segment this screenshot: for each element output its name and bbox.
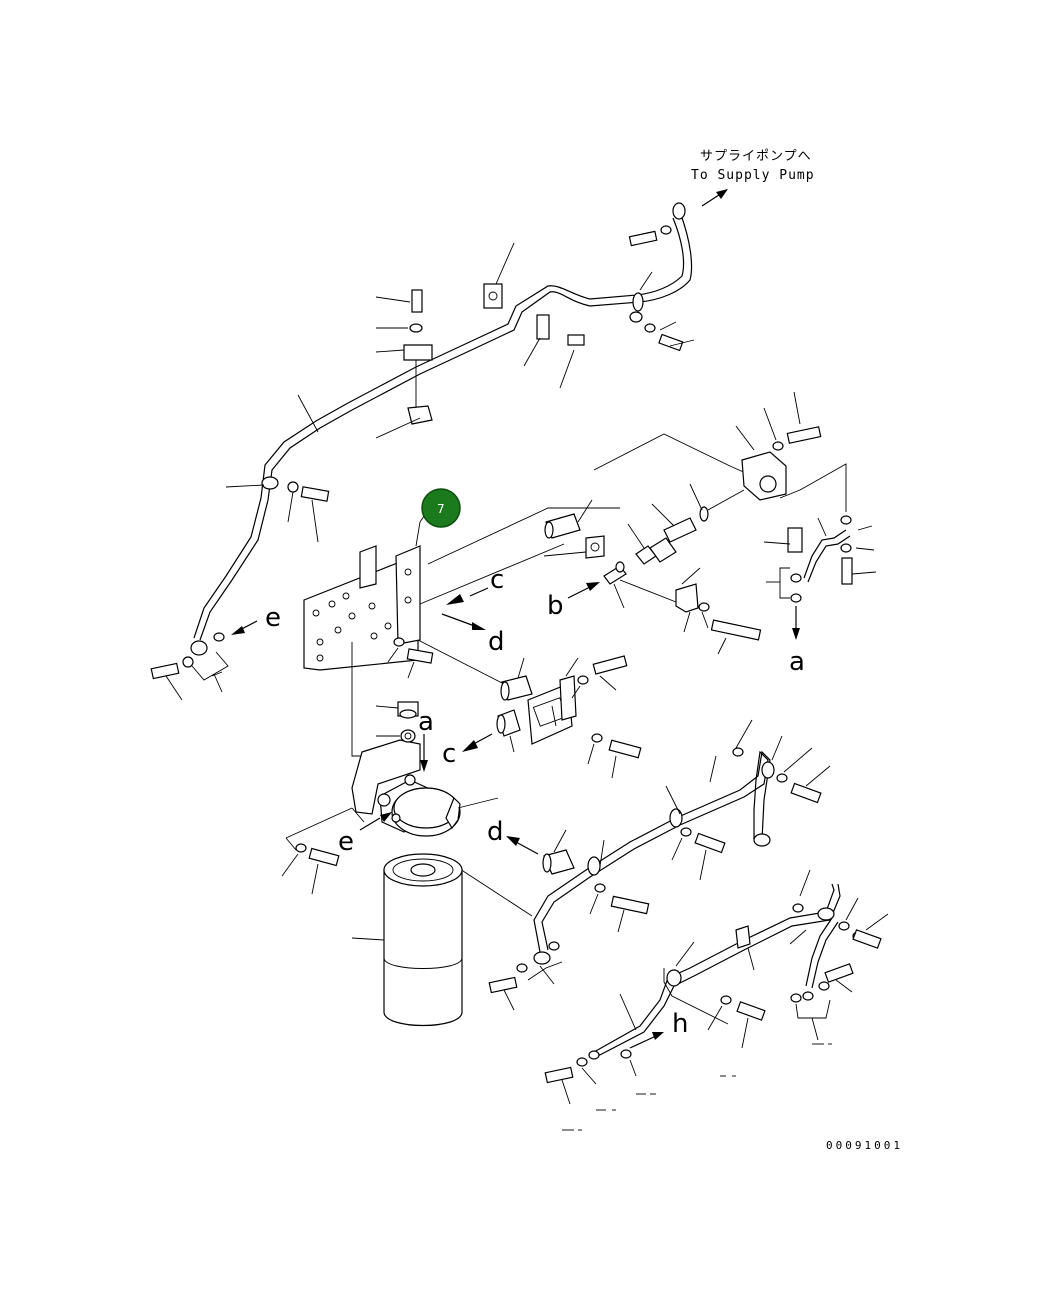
bolts-lower-right (544, 903, 882, 1084)
stub-marks (562, 1043, 832, 1131)
label-h: h (672, 1009, 688, 1039)
label-d-top: d (488, 627, 505, 657)
callout-number: 7 (437, 502, 445, 516)
plug-bolt (397, 701, 419, 743)
label-a-right: a (789, 647, 805, 677)
connector-assembly (635, 506, 709, 565)
bracket-right-center (675, 583, 762, 641)
bolts-mid-right (577, 655, 642, 759)
arrow-a-right (792, 606, 800, 640)
destination-note-japanese: サプライポンプへ (700, 149, 812, 164)
lower-fuel-pipe (588, 883, 841, 1060)
spacer-top (544, 513, 581, 539)
upper-fuel-pipe (193, 202, 693, 641)
label-e-left: e (265, 603, 281, 633)
label-c-mid: c (442, 739, 456, 769)
gasket-plate (527, 675, 577, 745)
drawing-number: 00091001 (826, 1139, 903, 1152)
arrow-a-mid (420, 734, 428, 772)
small-pipe-right (787, 515, 853, 603)
label-a-mid: a (418, 707, 434, 737)
bolts-middle-pipe (488, 747, 822, 994)
arrow-c-mid (462, 733, 493, 752)
clamp-upper-left (403, 289, 433, 425)
destination-note-english: To Supply Pump (691, 168, 815, 183)
spacer-mid-left (500, 675, 533, 701)
label-d-mid: d (487, 817, 504, 847)
bolts-left-lower (150, 632, 225, 680)
fuel-filter-cartridge (383, 853, 463, 1026)
plate-bolts (393, 637, 434, 664)
clip-center (585, 535, 605, 559)
middle-fuel-pipe (533, 750, 775, 965)
clamp-upper-1 (483, 283, 585, 346)
arrow-c-top (446, 587, 489, 605)
arrow-h (629, 1032, 664, 1049)
sensor-b (603, 561, 627, 585)
label-c-top: c (490, 565, 504, 595)
arrow-e-left (231, 620, 258, 635)
arrow-b (567, 582, 600, 599)
arrow-to-supply-pump (701, 189, 728, 207)
spacer-lower (542, 849, 575, 875)
label-b: b (547, 591, 564, 621)
mounting-plate (303, 545, 421, 671)
spacer-mid (496, 709, 521, 737)
bolts-left-upper (287, 481, 330, 502)
filter-head (351, 739, 461, 837)
filter-head-bolts (295, 843, 340, 867)
arrow-d-mid (506, 836, 539, 855)
arrow-d-top (441, 613, 486, 630)
callout-marker[interactable]: 7 (421, 488, 461, 528)
bolt-top-right (628, 225, 684, 352)
label-e-mid: e (338, 827, 354, 857)
junction-block (741, 426, 822, 501)
arrow-e-mid (359, 812, 392, 831)
